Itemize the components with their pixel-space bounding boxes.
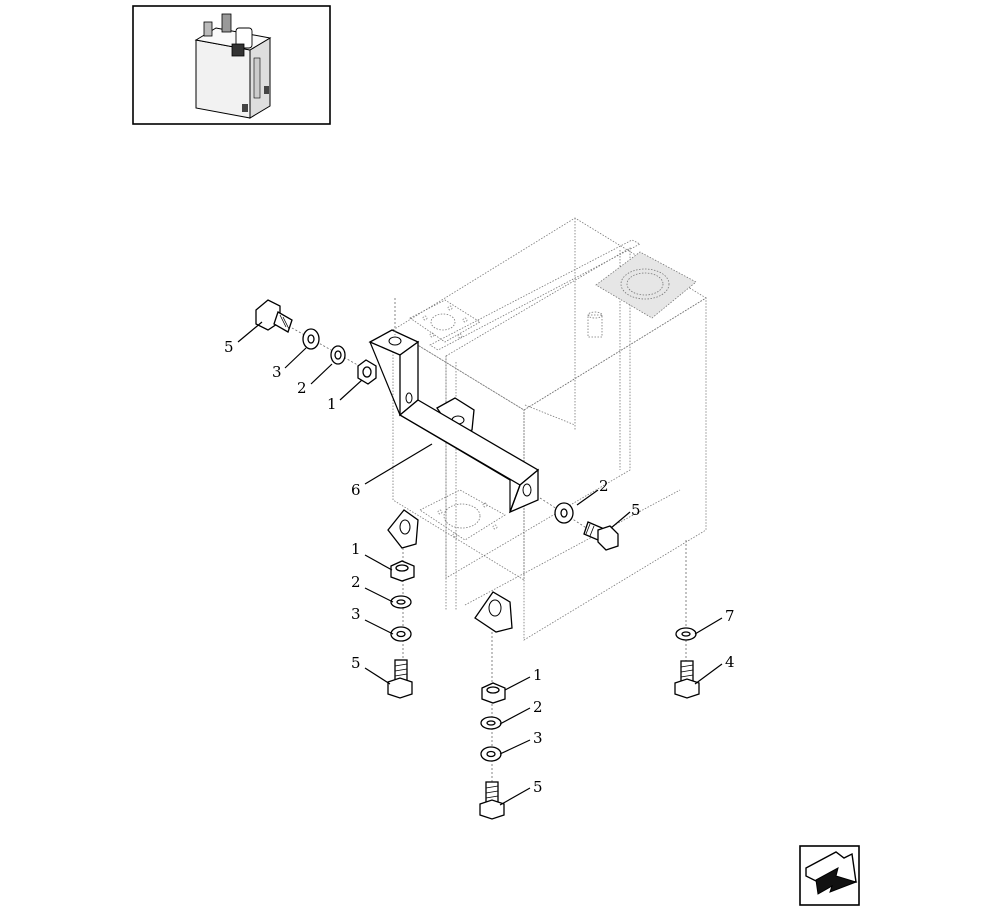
callout-2-right: 2 (599, 477, 609, 495)
nut-1-mid[interactable] (481, 682, 506, 704)
next-page-button[interactable] (799, 845, 860, 906)
mounting-foot-left (387, 509, 419, 549)
assembly-thumbnail[interactable] (132, 5, 331, 125)
washer-2-left[interactable] (390, 595, 412, 609)
bolt-5-right[interactable] (583, 521, 619, 551)
callout-2-top: 2 (297, 379, 307, 397)
hydraulic-tank-ghost (392, 217, 707, 641)
tank-thumbnail-icon (194, 13, 272, 119)
washer-7[interactable] (675, 627, 697, 641)
callout-3-left: 3 (351, 605, 361, 623)
callout-2-left: 2 (351, 573, 361, 591)
callout-6: 6 (351, 481, 361, 499)
callout-7: 7 (725, 607, 735, 625)
leader-lines (237, 321, 723, 806)
callout-5-mid: 5 (533, 778, 543, 796)
washer-3-mid[interactable] (480, 746, 502, 762)
callout-5-top: 5 (224, 338, 234, 356)
bolt-5-top[interactable] (255, 299, 293, 333)
callout-3-top: 3 (272, 363, 282, 381)
callout-4: 4 (725, 653, 735, 671)
mounting-foot-top (436, 397, 475, 437)
nut-1-left[interactable] (390, 560, 415, 582)
callout-labels: 5 3 2 1 6 2 5 1 2 3 5 1 2 3 5 7 4 (224, 338, 735, 796)
mounting-foot-center (474, 591, 513, 633)
assembly-axes (284, 298, 687, 805)
callout-2-mid: 2 (533, 698, 543, 716)
washer-2-right[interactable] (554, 502, 574, 524)
callout-1-left: 1 (351, 540, 361, 558)
next-page-arrow-icon (805, 851, 858, 895)
bolt-4[interactable] (674, 660, 700, 699)
callout-1-mid: 1 (533, 666, 543, 684)
washer-3-top[interactable] (302, 328, 320, 350)
callout-3-mid: 3 (533, 729, 543, 747)
bracket-part-6[interactable] (368, 329, 540, 514)
nut-1-top[interactable] (357, 359, 377, 385)
callout-5-left: 5 (351, 654, 361, 672)
washer-2-mid[interactable] (480, 716, 502, 730)
bolt-5-left[interactable] (387, 659, 413, 699)
callout-1-top: 1 (327, 395, 337, 413)
washer-2-top[interactable] (330, 345, 346, 365)
washer-3-left[interactable] (390, 626, 412, 642)
bolt-5-mid[interactable] (479, 781, 505, 820)
callout-5-right: 5 (631, 501, 641, 519)
